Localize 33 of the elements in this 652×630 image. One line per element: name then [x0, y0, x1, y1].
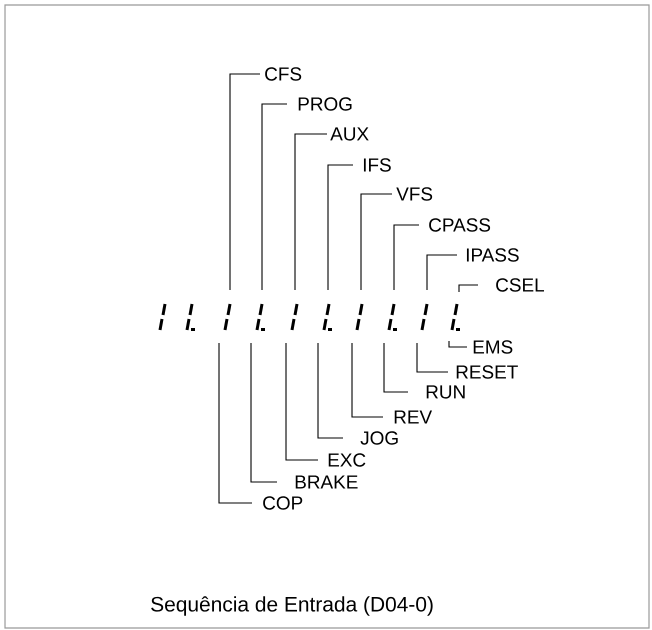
- leader-line: [317, 343, 343, 439]
- signal-label: CSEL: [496, 278, 544, 292]
- leader-line: [448, 341, 467, 348]
- leader-line: [383, 343, 408, 393]
- signal-label: REV: [394, 410, 432, 424]
- leader-line: [327, 164, 353, 290]
- signal-label: IFS: [364, 158, 391, 172]
- leader-line: [393, 224, 419, 290]
- leader-line: [285, 343, 318, 461]
- signal-label: EXC: [328, 453, 366, 467]
- signal-label: EMS: [474, 340, 512, 354]
- leader-line: [416, 343, 448, 373]
- leader-line: [351, 343, 383, 418]
- signal-label: PROG: [298, 97, 352, 111]
- leader-line: [218, 343, 252, 504]
- leader-line: [294, 133, 327, 290]
- leader-line: [458, 284, 478, 292]
- leader-line: [426, 254, 457, 290]
- leader-line: [360, 193, 392, 290]
- caption: Sequência de Entrada (D04-0): [151, 596, 433, 616]
- signal-label: COP: [263, 496, 302, 510]
- leader-line: [229, 73, 260, 290]
- signal-label: JOG: [360, 431, 398, 445]
- leader-line: [250, 343, 277, 483]
- signal-label: RUN: [426, 385, 465, 399]
- signal-label: VFS: [396, 187, 432, 201]
- signal-label: CFS: [265, 67, 302, 81]
- signal-label: BRAKE: [296, 476, 358, 488]
- signal-label: AUX: [330, 127, 369, 141]
- signal-label: IPASS: [466, 248, 519, 262]
- leader-line: [261, 103, 287, 290]
- signal-label: RESET: [456, 365, 518, 379]
- signal-label: CPASS: [429, 218, 490, 232]
